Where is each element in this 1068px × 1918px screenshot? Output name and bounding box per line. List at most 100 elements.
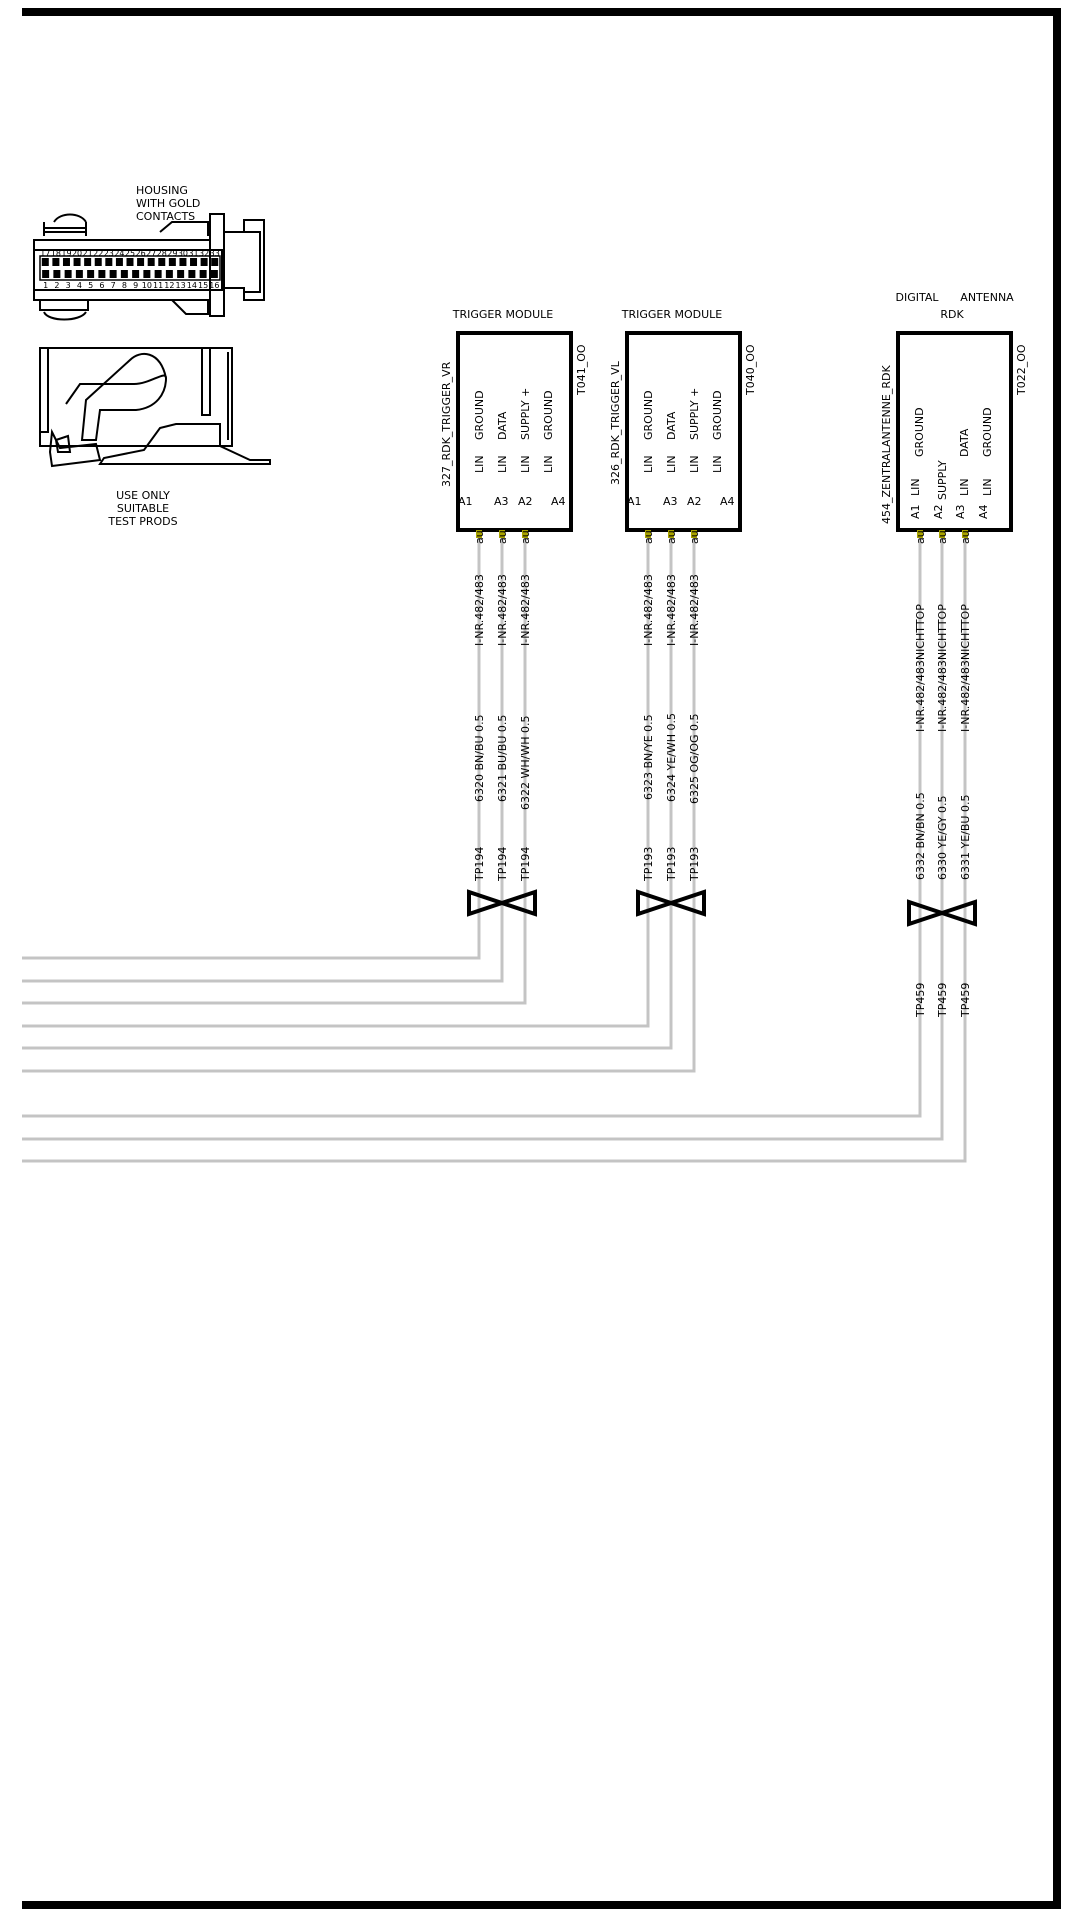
pin-pad bbox=[499, 530, 505, 538]
pin-label: A2 bbox=[932, 504, 945, 519]
module-box bbox=[625, 331, 742, 532]
pin-number: 22 bbox=[93, 249, 103, 258]
pin-cavity bbox=[73, 258, 81, 266]
wire-labels-vl: au I-NR.482/483 6323 BN/YE 0.5 TP193 au … bbox=[642, 530, 701, 882]
pin-number: 21 bbox=[83, 249, 93, 258]
wire-spec: 6322 WH/WH 0.5 bbox=[519, 716, 532, 810]
pin-number: 16 bbox=[209, 281, 219, 290]
signal-type: LIN bbox=[981, 478, 994, 496]
pin-pad bbox=[939, 530, 945, 538]
wire bbox=[22, 532, 673, 1050]
signal-function: GROUND bbox=[711, 390, 724, 440]
twist-symbol bbox=[907, 899, 977, 927]
signal-type: LIN bbox=[711, 455, 724, 473]
test-point: TP459 bbox=[936, 983, 949, 1018]
pin-cavities bbox=[41, 258, 219, 278]
connector-housing-outline bbox=[33, 213, 265, 321]
wire-inr: I-NR.482/483NICHTTOP bbox=[936, 604, 949, 732]
pin-number: 12 bbox=[164, 281, 174, 290]
pin-label: A4 bbox=[977, 504, 990, 519]
signal-type: LIN bbox=[519, 455, 532, 473]
module-box bbox=[456, 331, 573, 532]
pin-number: 14 bbox=[187, 281, 197, 290]
pin-cavity bbox=[168, 258, 176, 266]
pin-cavity bbox=[165, 270, 173, 278]
pin-number: 24 bbox=[114, 249, 124, 258]
probe-label-3: TEST PRODS bbox=[107, 515, 177, 528]
signal-type: LIN bbox=[642, 455, 655, 473]
pin-mark: au bbox=[519, 530, 532, 544]
pin-number: 10 bbox=[142, 281, 152, 290]
pin-number: 19 bbox=[61, 249, 71, 258]
pin-mark: au bbox=[665, 530, 678, 544]
pin-number: 18 bbox=[51, 249, 61, 258]
wire-inr: I-NR.482/483 bbox=[496, 574, 509, 646]
wire-spec: 6331 YE/BU 0.5 bbox=[959, 795, 972, 880]
pin-cavity bbox=[42, 270, 50, 278]
pin-cavity bbox=[41, 258, 49, 266]
pin-cavity bbox=[143, 270, 151, 278]
pin-label: A3 bbox=[954, 504, 967, 519]
pin-number: 32 bbox=[199, 249, 209, 258]
pin-cavity bbox=[75, 270, 83, 278]
pin-cavity bbox=[210, 270, 218, 278]
wire-spec: 6320 BN/BU 0.5 bbox=[473, 714, 486, 802]
signal-function: GROUND bbox=[473, 390, 486, 440]
module-trigger-vr: TRIGGER MODULE 327_RDK_TRIGGER_VR T041_O… bbox=[440, 308, 588, 532]
pin-cavity bbox=[211, 258, 219, 266]
signal-type: LIN bbox=[665, 455, 678, 473]
pin-label: A1 bbox=[458, 495, 473, 508]
test-point: TP193 bbox=[688, 847, 701, 882]
wire-labels-vr: au I-NR.482/483 6320 BN/BU 0.5 TP194 au … bbox=[473, 530, 532, 882]
pin-label: A2 bbox=[687, 495, 702, 508]
test-point: TP193 bbox=[665, 847, 678, 882]
test-point: TP193 bbox=[642, 847, 655, 882]
pin-cavity bbox=[154, 270, 162, 278]
pin-number: 33 bbox=[210, 249, 220, 258]
pin-number: 20 bbox=[72, 249, 82, 258]
signal-function: SUPPLY + bbox=[519, 388, 532, 440]
pin-label: A4 bbox=[551, 495, 566, 508]
signal-function: GROUND bbox=[913, 407, 926, 457]
probe-label-1: USE ONLY bbox=[116, 489, 170, 502]
pin-pad bbox=[645, 530, 651, 538]
wire bbox=[22, 532, 504, 983]
pin-cavity bbox=[53, 270, 61, 278]
test-point: TP194 bbox=[496, 847, 509, 882]
signal-type: LIN bbox=[496, 455, 509, 473]
wire-spec: 6332 BN/BN 0.5 bbox=[914, 792, 927, 880]
pin-number: 30 bbox=[178, 249, 188, 258]
module-title-left: DIGITAL bbox=[895, 291, 939, 304]
pin-cavity bbox=[98, 270, 106, 278]
pin-cavity bbox=[179, 258, 187, 266]
page-frame bbox=[22, 8, 1061, 1909]
housing-label-3: CONTACTS bbox=[136, 210, 195, 223]
pin-cavity bbox=[126, 258, 134, 266]
pin-number: 26 bbox=[135, 249, 145, 258]
wire-spec: 6323 BN/YE 0.5 bbox=[642, 714, 655, 800]
module-name: 454_ZENTRALANTENNE_RDK bbox=[880, 365, 893, 524]
pin-number: 3 bbox=[66, 281, 71, 290]
signal-function: DATA bbox=[496, 411, 509, 440]
wire bbox=[22, 532, 696, 1073]
wire-spec: 6324 YE/WH 0.5 bbox=[665, 713, 678, 802]
probe-label-2: SUITABLE bbox=[117, 502, 169, 515]
pin-cavity bbox=[64, 270, 72, 278]
pin-pad bbox=[917, 530, 923, 538]
wire-spec: 6325 OG/OG 0.5 bbox=[688, 713, 701, 804]
pin-pad bbox=[691, 530, 697, 538]
module-connector-id: T041_OO bbox=[575, 344, 588, 396]
test-point: TP459 bbox=[959, 983, 972, 1018]
pin-cavity bbox=[147, 258, 155, 266]
pin-label: A1 bbox=[909, 504, 922, 519]
signal-function: GROUND bbox=[642, 390, 655, 440]
pin-cavity bbox=[158, 258, 166, 266]
pin-cavity bbox=[94, 258, 102, 266]
pin-number: 6 bbox=[99, 281, 104, 290]
pin-number: 27 bbox=[146, 249, 156, 258]
wire-inr: I-NR.482/483 bbox=[688, 574, 701, 646]
signal-type: SUPPLY bbox=[936, 460, 949, 500]
